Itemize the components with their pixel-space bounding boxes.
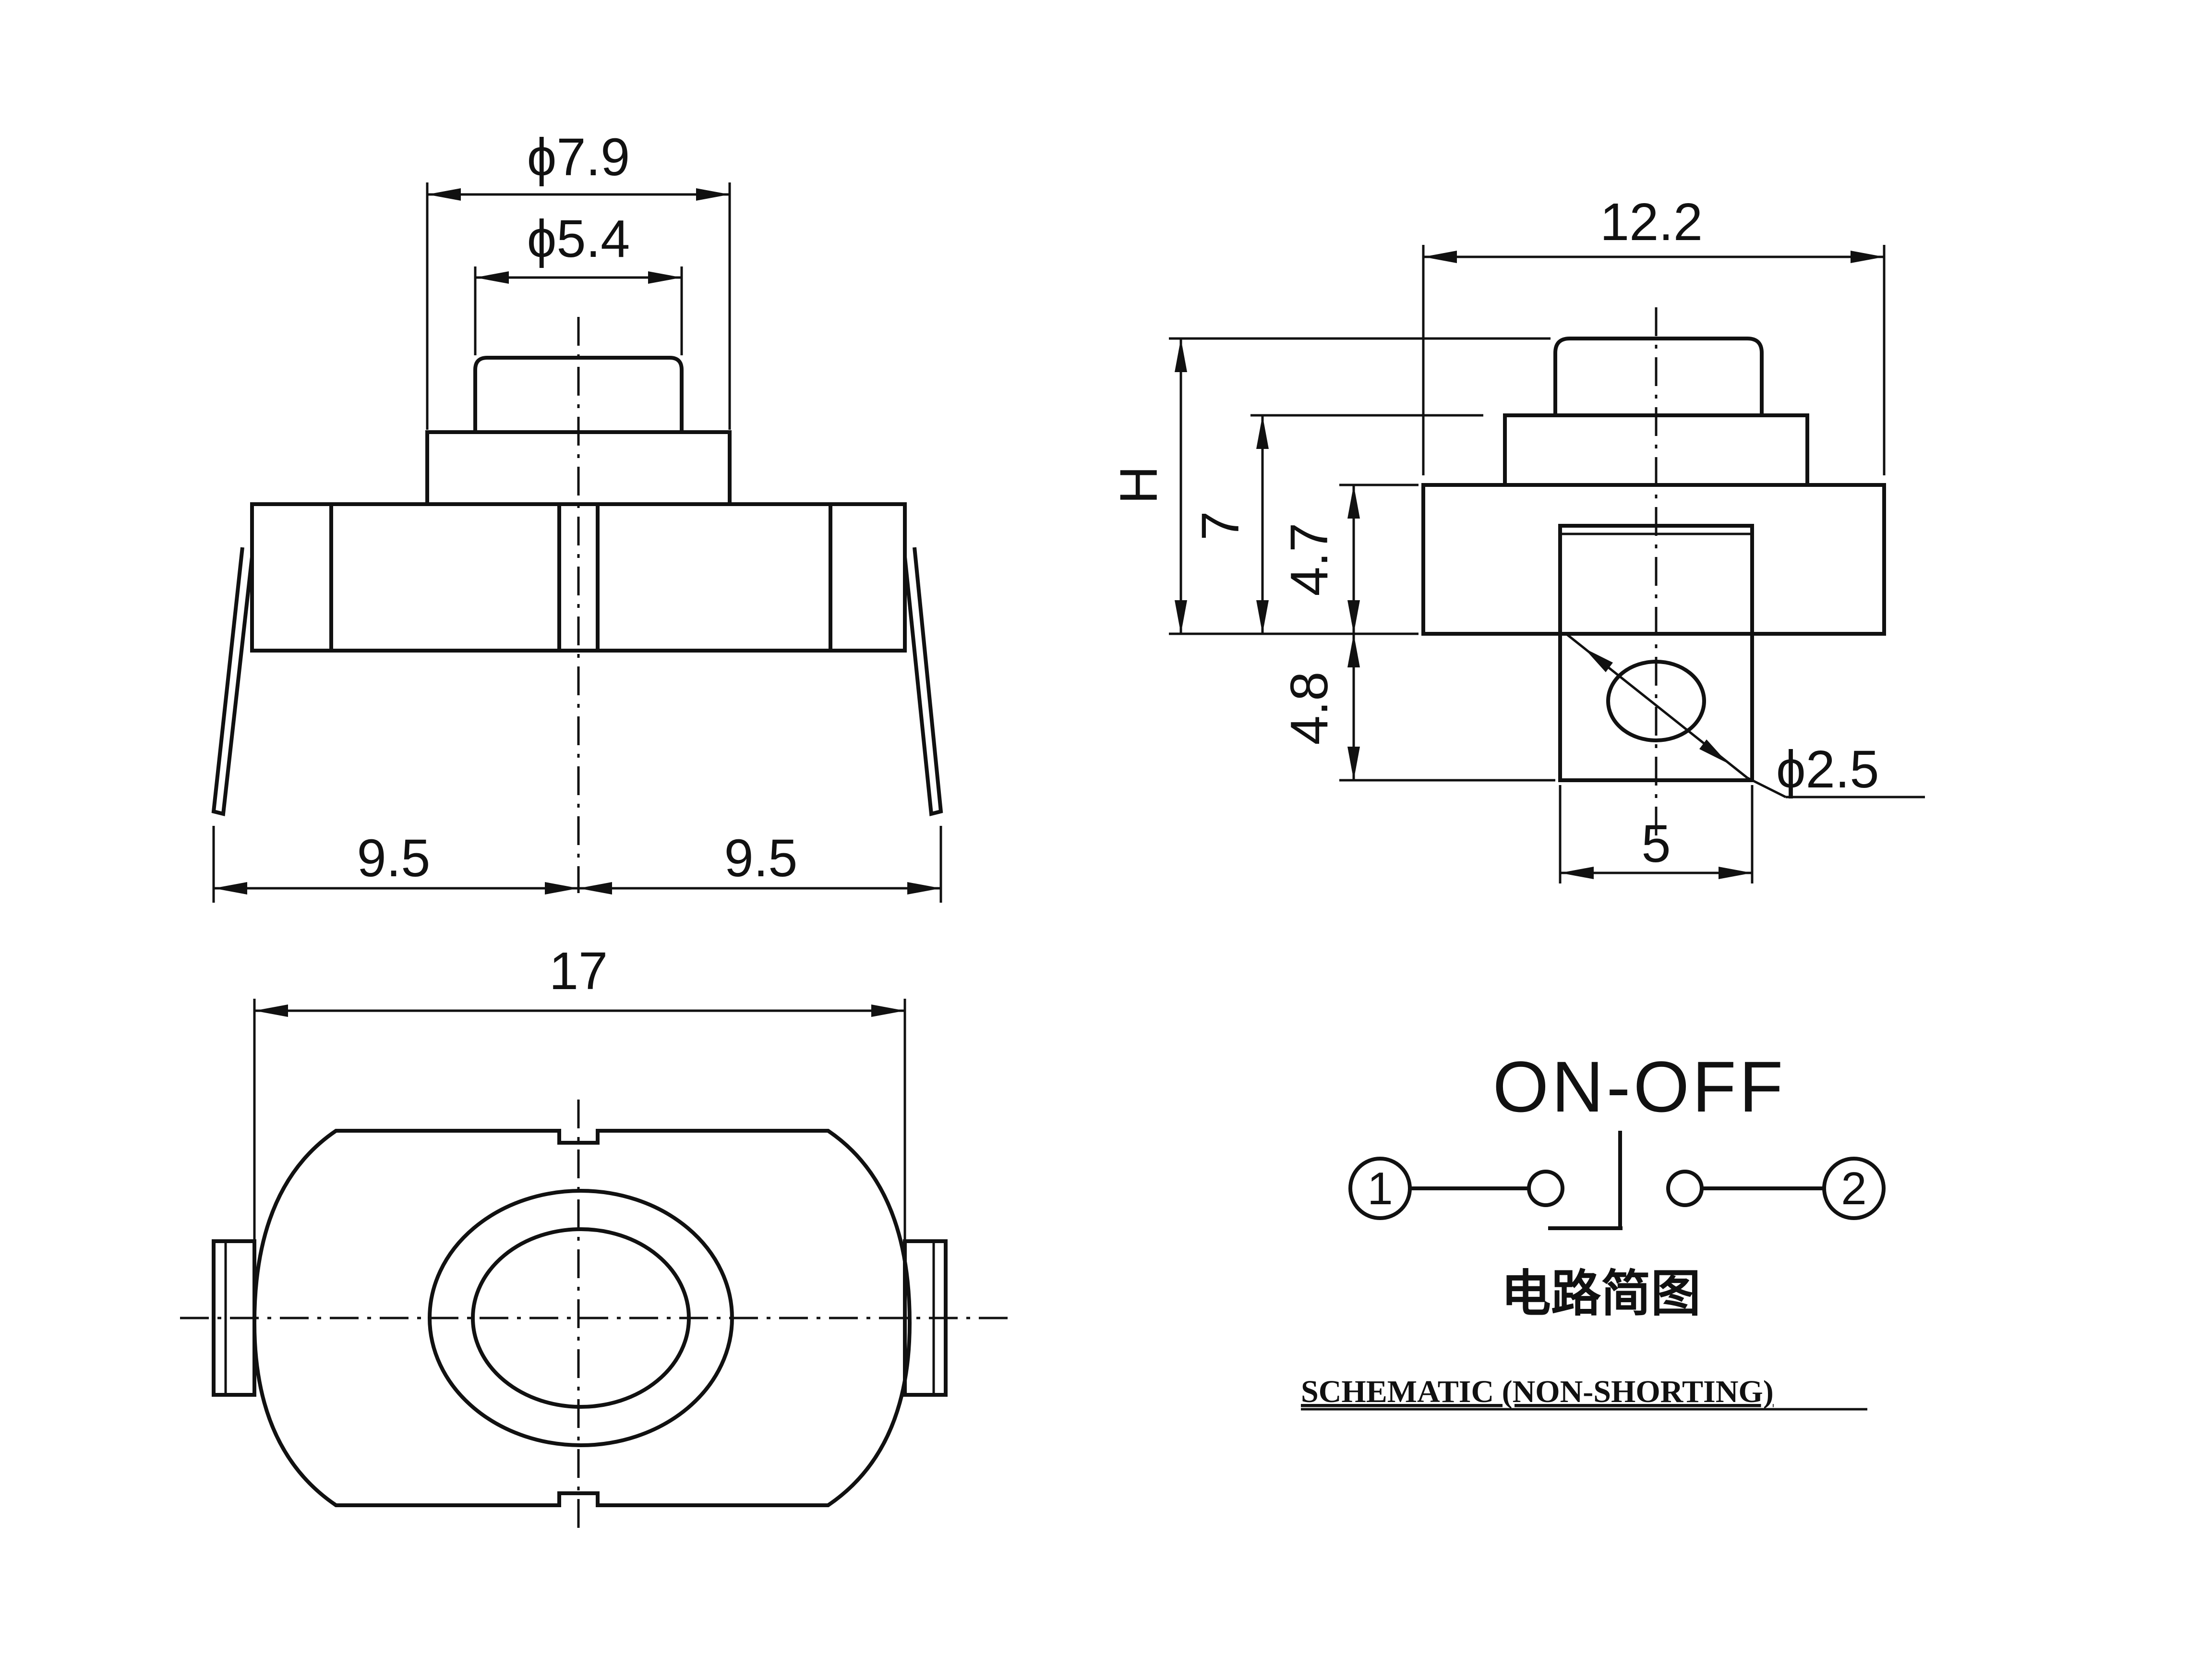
dim-tab-width: 5	[1641, 814, 1671, 873]
caption-english: SCHEMATIC (NON-SHORTING)	[1301, 1374, 1774, 1409]
caption-chinese: 电路简图	[1501, 1264, 1701, 1323]
left-pin	[211, 547, 254, 816]
side-view: 12.2 H 7 4.7 4.8 ϕ2.5	[1109, 193, 1925, 883]
dim-hole-diameter: ϕ2.5	[1776, 740, 1879, 799]
dim-side-width: 12.2	[1600, 193, 1703, 252]
top-outline	[252, 1129, 912, 1507]
pin-1-label: 1	[1367, 1163, 1393, 1214]
dim-right-pitch: 9.5	[724, 829, 798, 888]
dim-left-pitch: 9.5	[357, 829, 431, 888]
dim-height-4-8: 4.8	[1280, 672, 1339, 745]
dim-inner-diameter: ϕ5.4	[527, 209, 630, 268]
schematic: ON-OFF 1 2 电路简图 SCHEMATIC (NON-SHORTING)	[1301, 1046, 1886, 1411]
dim-height-7: 7	[1191, 511, 1250, 540]
pin-2-marker	[1822, 1157, 1886, 1220]
contact-right	[1666, 1170, 1704, 1207]
schematic-title: ON-OFF	[1493, 1046, 1786, 1127]
right-pin	[903, 547, 943, 816]
side-body	[1421, 483, 1886, 636]
dim-height-4-7: 4.7	[1280, 523, 1339, 596]
contact-left	[1527, 1170, 1564, 1207]
side-tab	[1558, 524, 1754, 782]
dim-total-height: H	[1109, 466, 1168, 504]
dim-outer-diameter: ϕ7.9	[527, 128, 630, 187]
front-view: ϕ7.9 ϕ5.4 9.5 9.5	[211, 128, 943, 903]
top-view: 17	[180, 942, 1008, 1536]
pin-2-label: 2	[1841, 1163, 1866, 1214]
side-button-cap	[1553, 337, 1764, 415]
dim-length: 17	[549, 942, 608, 1001]
